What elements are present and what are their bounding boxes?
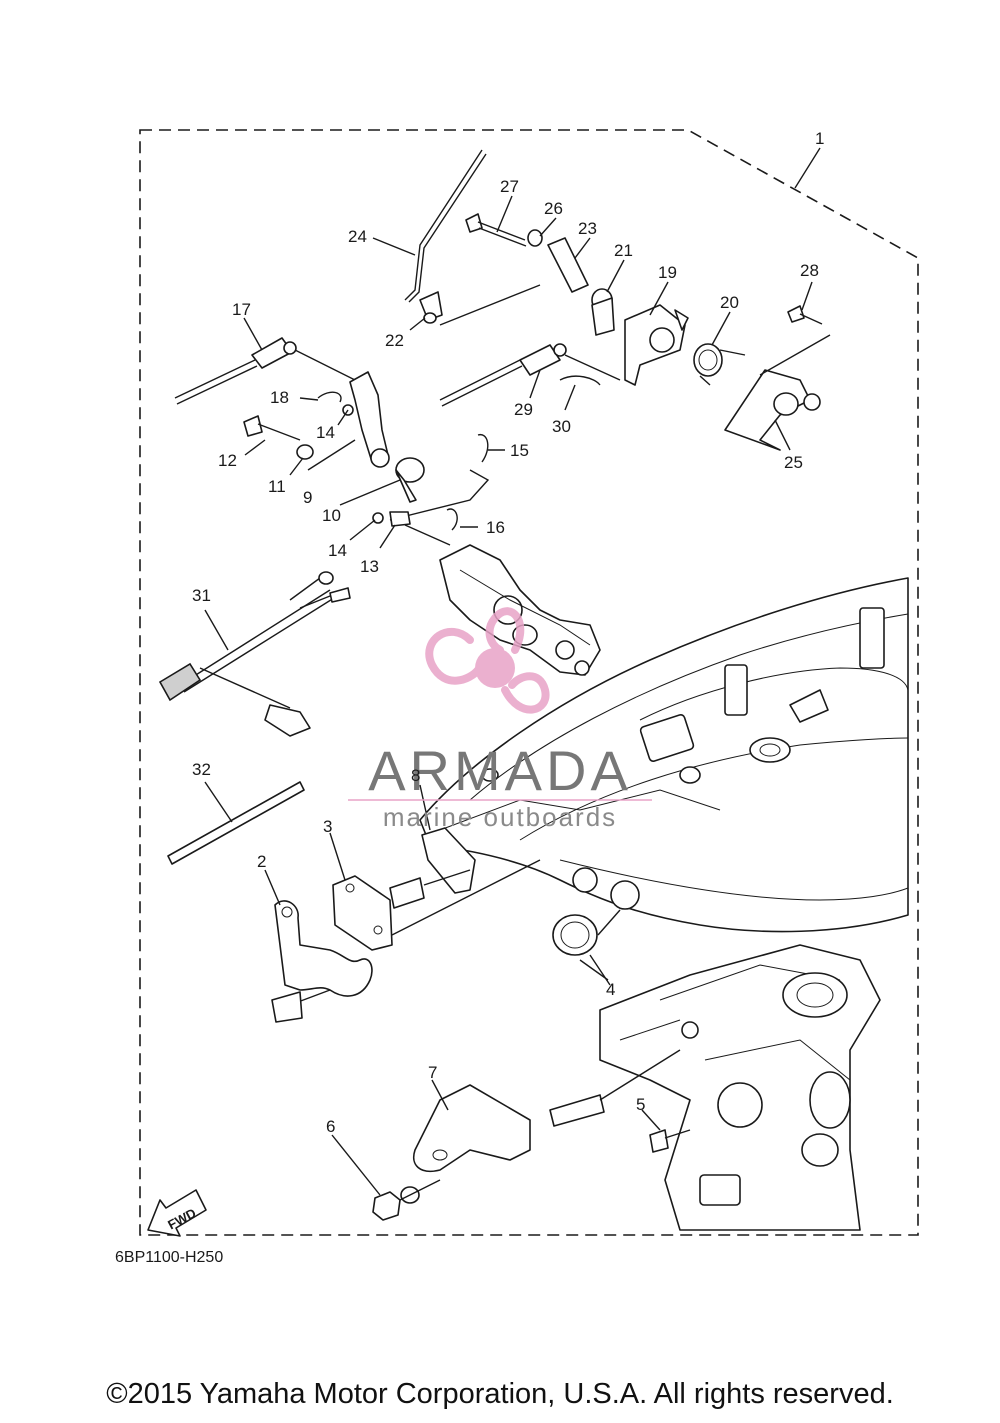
copyright-notice: ©2015 Yamaha Motor Corporation, U.S.A. A… xyxy=(106,1378,894,1410)
part-11-washer xyxy=(296,444,314,460)
part-13-link-rod xyxy=(389,469,490,546)
part-21-washer xyxy=(591,288,615,336)
part-number-20: 20 xyxy=(720,293,739,312)
part-5-bolt xyxy=(649,1129,691,1153)
part-number-labels: 1 27 26 23 24 21 19 28 20 17 22 18 29 30… xyxy=(192,129,824,1136)
part-18-clip xyxy=(317,391,342,403)
part-number-10: 10 xyxy=(322,506,341,525)
part-23-collar xyxy=(547,237,589,293)
part-number-17: 17 xyxy=(232,300,251,319)
part-number-1: 1 xyxy=(815,129,824,148)
diagram-code: 6BP1100-H250 xyxy=(115,1249,223,1266)
assembly-boundary xyxy=(139,129,919,1236)
part-number-31: 31 xyxy=(192,586,211,605)
watermark-brand: ARMADA xyxy=(368,739,632,802)
part-12-bolt xyxy=(243,415,301,441)
part-10-collar xyxy=(395,457,425,503)
part-30-clip xyxy=(559,375,601,386)
part-4-grommet xyxy=(552,909,621,981)
part-31-wire-lead xyxy=(158,571,351,737)
part-number-6: 6 xyxy=(326,1117,335,1136)
armada-watermark-logo xyxy=(425,607,550,714)
part-27-bolt xyxy=(465,213,527,247)
part-number-3: 3 xyxy=(323,817,332,836)
part-number-14-upper: 14 xyxy=(316,423,335,442)
part-number-4: 4 xyxy=(606,980,615,999)
part-number-7: 7 xyxy=(428,1063,437,1082)
part-number-24: 24 xyxy=(348,227,367,246)
part-15-clip xyxy=(477,434,489,463)
part-number-28: 28 xyxy=(800,261,819,280)
part-6-nut-washer xyxy=(372,1179,441,1221)
swivel-bracket xyxy=(599,944,881,1231)
part-29-cable-end xyxy=(439,343,621,407)
part-number-30: 30 xyxy=(552,417,571,436)
part-26-washer xyxy=(527,229,543,247)
part-number-16: 16 xyxy=(486,518,505,537)
shift-mechanism xyxy=(439,544,601,676)
part-number-23: 23 xyxy=(578,219,597,238)
part-number-9: 9 xyxy=(303,488,312,507)
part-16-clip xyxy=(446,508,458,531)
bottom-cowling xyxy=(419,577,909,933)
part-24-link-rod xyxy=(404,149,487,303)
part-number-2: 2 xyxy=(257,852,266,871)
part-25-bracket xyxy=(724,334,831,451)
part-19-throttle-cam xyxy=(624,304,689,386)
part-number-5: 5 xyxy=(636,1095,645,1114)
part-number-8: 8 xyxy=(411,766,420,785)
leader-lines xyxy=(204,147,821,1196)
part-22-clip xyxy=(419,284,541,326)
part-number-29: 29 xyxy=(514,400,533,419)
part-number-21: 21 xyxy=(614,241,633,260)
part-28-screw xyxy=(787,305,823,325)
part-number-12: 12 xyxy=(218,451,237,470)
part-20-spring xyxy=(693,343,746,386)
part-number-13: 13 xyxy=(360,557,379,576)
part-number-22: 22 xyxy=(385,331,404,350)
part-14-washer-lower xyxy=(372,512,384,524)
part-number-11: 11 xyxy=(268,477,286,496)
part-number-32: 32 xyxy=(192,760,211,779)
part-2-bracket xyxy=(271,900,373,1023)
part-7-bracket xyxy=(413,1049,681,1172)
part-number-14-lower: 14 xyxy=(328,541,347,560)
part-number-26: 26 xyxy=(544,199,563,218)
part-32-rod xyxy=(167,781,305,865)
part-number-19: 19 xyxy=(658,263,677,282)
fwd-arrow-icon: FWD xyxy=(147,1189,207,1237)
part-17-cable-end xyxy=(174,337,356,405)
part-number-18: 18 xyxy=(270,388,289,407)
watermark-tagline: marine outboards xyxy=(383,802,617,832)
part-8-bracket xyxy=(389,827,476,909)
part-number-25: 25 xyxy=(784,453,803,472)
part-9-lever xyxy=(349,371,390,468)
part-number-15: 15 xyxy=(510,441,529,460)
part-3-plate xyxy=(332,859,541,951)
part-number-27: 27 xyxy=(500,177,519,196)
